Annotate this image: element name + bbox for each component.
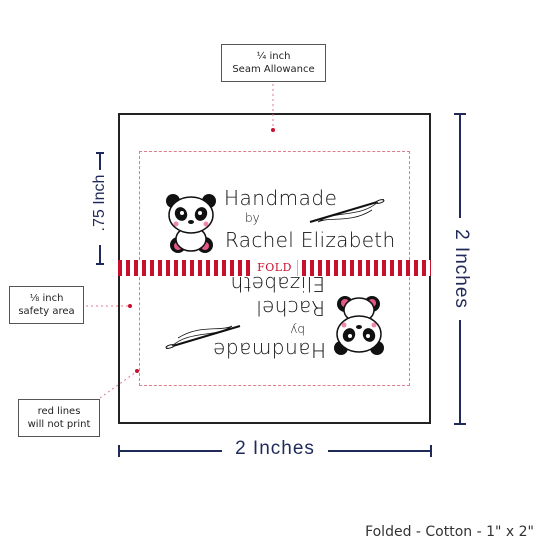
panda-icon: [166, 194, 216, 253]
label-text-by-inverted: by: [290, 323, 305, 337]
seam-allowance-text: Seam Allowance: [232, 64, 315, 75]
product-caption: Folded - Cotton - 1" x 2": [365, 524, 534, 540]
needle-thread-icon: [309, 199, 385, 223]
safety-area-text: safety area: [18, 306, 75, 317]
safety-area-size: ⅛ inch: [29, 293, 64, 304]
seam-allowance-size: ¼ inch: [256, 51, 291, 62]
red-lines-text-2: will not print: [27, 419, 91, 430]
panda-icon-inverted: [334, 296, 384, 355]
redlines-leader-dot: [135, 369, 139, 373]
label-design-inverted: Handmade by Rachel Elizabeth: [160, 272, 390, 362]
dim-height-full: 2 Inches: [451, 229, 472, 309]
safety-area-callout: ⅛ inch safety area: [9, 286, 84, 324]
fold-line: FOLD: [118, 260, 431, 276]
label-text-handmade: Handmade: [224, 186, 338, 210]
fold-label: FOLD: [251, 260, 298, 276]
seam-allowance-callout: ¼ inch Seam Allowance: [221, 44, 326, 82]
seam-leader-dot: [271, 128, 275, 132]
label-text-name-inverted: Rachel Elizabeth: [230, 272, 325, 320]
red-lines-callout: red lines will not print: [18, 399, 100, 437]
safety-leader-dot: [128, 304, 132, 308]
needle-thread-icon-inverted: [165, 325, 241, 349]
dim-height-half: .75 Inch: [91, 174, 108, 232]
dim-width-full: 2 Inches: [235, 438, 315, 459]
label-text-name: Rachel Elizabeth: [225, 228, 396, 252]
red-lines-text-1: red lines: [37, 406, 81, 417]
label-text-by: by: [245, 211, 260, 225]
redlines-leader-line: [99, 371, 137, 399]
